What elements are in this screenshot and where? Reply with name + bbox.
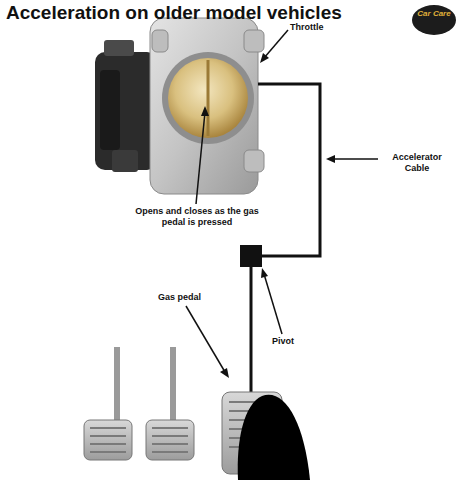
arrow-head — [260, 53, 269, 63]
diagram-title: Acceleration on older model vehicles — [6, 2, 342, 25]
arrow-head — [326, 155, 335, 163]
accelerator-cable — [258, 84, 320, 256]
pivot — [240, 245, 262, 267]
mount-ear — [152, 30, 168, 52]
clutch-pedal — [84, 420, 132, 460]
ridge — [90, 443, 126, 445]
part-label: Pivot — [272, 336, 294, 347]
leader-line — [186, 306, 225, 372]
logo-text: Car Care — [413, 9, 455, 19]
pedal-rod — [250, 267, 253, 398]
throttle-body — [150, 18, 258, 194]
foot-silhouette — [238, 395, 310, 480]
throttle-shaft — [207, 60, 210, 136]
brake-pedal — [146, 420, 194, 460]
bore-rim — [162, 52, 254, 144]
ridge — [152, 443, 188, 445]
actuator-cap — [104, 40, 134, 56]
throttle-plate — [168, 58, 248, 138]
pedal-arm — [114, 347, 120, 423]
leader-line — [264, 274, 282, 334]
ridge — [90, 451, 126, 453]
callout-note: Opens and closes as the gas pedal is pre… — [132, 206, 262, 228]
leader-line — [264, 30, 288, 58]
arrow-head — [220, 368, 229, 378]
mount-ear — [244, 30, 264, 52]
leader-line — [332, 158, 378, 160]
pedal-arm — [170, 347, 176, 423]
ridge — [90, 435, 126, 437]
part-label: Accelerator Cable — [382, 152, 452, 174]
logo-badge — [412, 5, 456, 35]
part-label: Gas pedal — [158, 292, 201, 303]
ridge — [152, 451, 188, 453]
leader-line — [196, 112, 205, 204]
ridge — [90, 427, 126, 429]
actuator-plug — [112, 150, 138, 172]
arrow-head — [261, 268, 268, 278]
actuator-connector — [100, 70, 120, 150]
ridge — [152, 435, 188, 437]
part-label: Throttle — [290, 22, 324, 33]
pedal-ridges — [90, 428, 188, 452]
mount-ear — [244, 150, 264, 172]
ridge — [152, 427, 188, 429]
arrow-head — [201, 106, 209, 116]
